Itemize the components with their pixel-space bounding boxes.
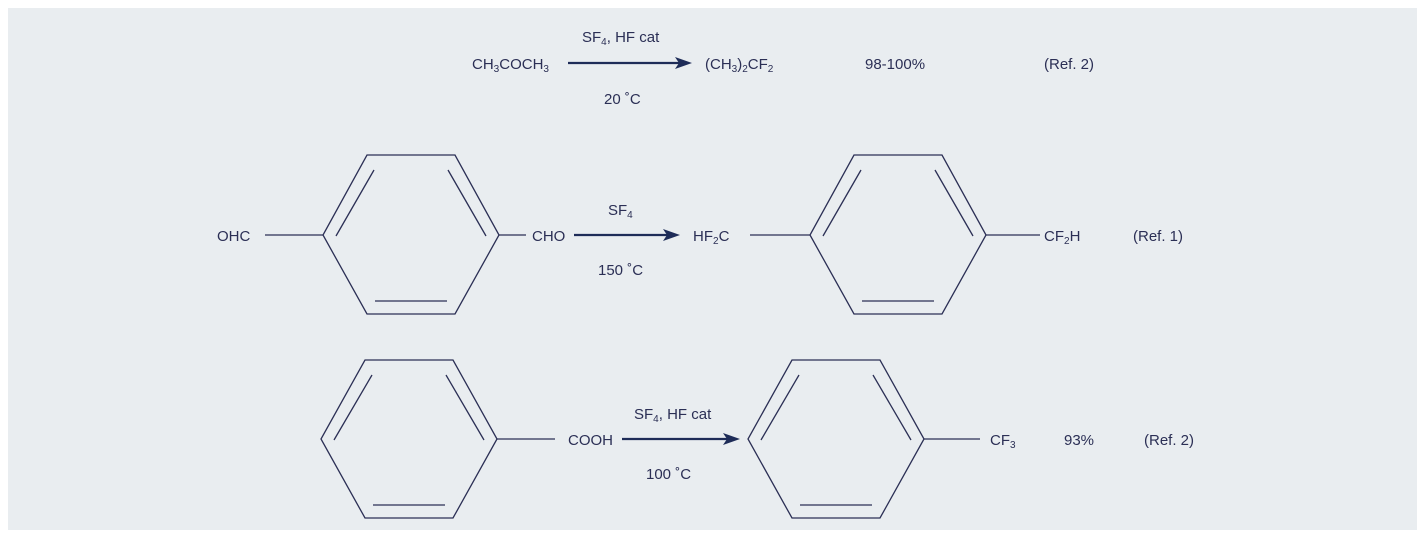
reaction-3-product-group: CF3	[990, 432, 1016, 451]
reaction-1-product: (CH3)2CF2	[705, 56, 774, 75]
reaction-3-yield: 93%	[1064, 432, 1095, 449]
reaction-2-arrow	[574, 229, 680, 241]
reaction-2-reactant-left-group: OHC	[217, 228, 251, 245]
reaction-3-reference: (Ref. 2)	[1144, 432, 1195, 449]
reaction-1-reagent: SF4, HF cat	[582, 29, 660, 48]
reaction-1-reference: (Ref. 2)	[1044, 56, 1095, 73]
reaction-1-arrow	[568, 57, 692, 69]
reaction-3-condition: 100 ˚C	[646, 466, 692, 483]
reaction-2-condition: 150 ˚C	[598, 262, 644, 279]
reaction-3-reactant-ring	[320, 359, 498, 519]
reaction-1-yield: 98-100%	[865, 56, 926, 73]
reaction-2-reactant-ring	[322, 154, 500, 315]
reaction-2-product-right-group: CF2H	[1044, 228, 1081, 247]
reaction-2-product-left-group: HF2C	[693, 228, 730, 247]
reaction-2-product-ring	[809, 154, 987, 315]
reaction-1-reactant: CH3COCH3	[472, 56, 549, 75]
reaction-2-reagent: SF4	[608, 202, 633, 221]
reaction-3-arrow	[622, 433, 740, 445]
reaction-3-reagent: SF4, HF cat	[634, 406, 712, 425]
reaction-3-product-ring	[747, 359, 925, 519]
reaction-scheme-panel	[8, 8, 1417, 530]
reaction-2-reactant-right-group: CHO	[532, 228, 566, 245]
reaction-2-reference: (Ref. 1)	[1133, 228, 1184, 245]
reaction-3-reactant-group: COOH	[568, 432, 613, 449]
reaction-1-condition: 20 ˚C	[604, 91, 641, 108]
